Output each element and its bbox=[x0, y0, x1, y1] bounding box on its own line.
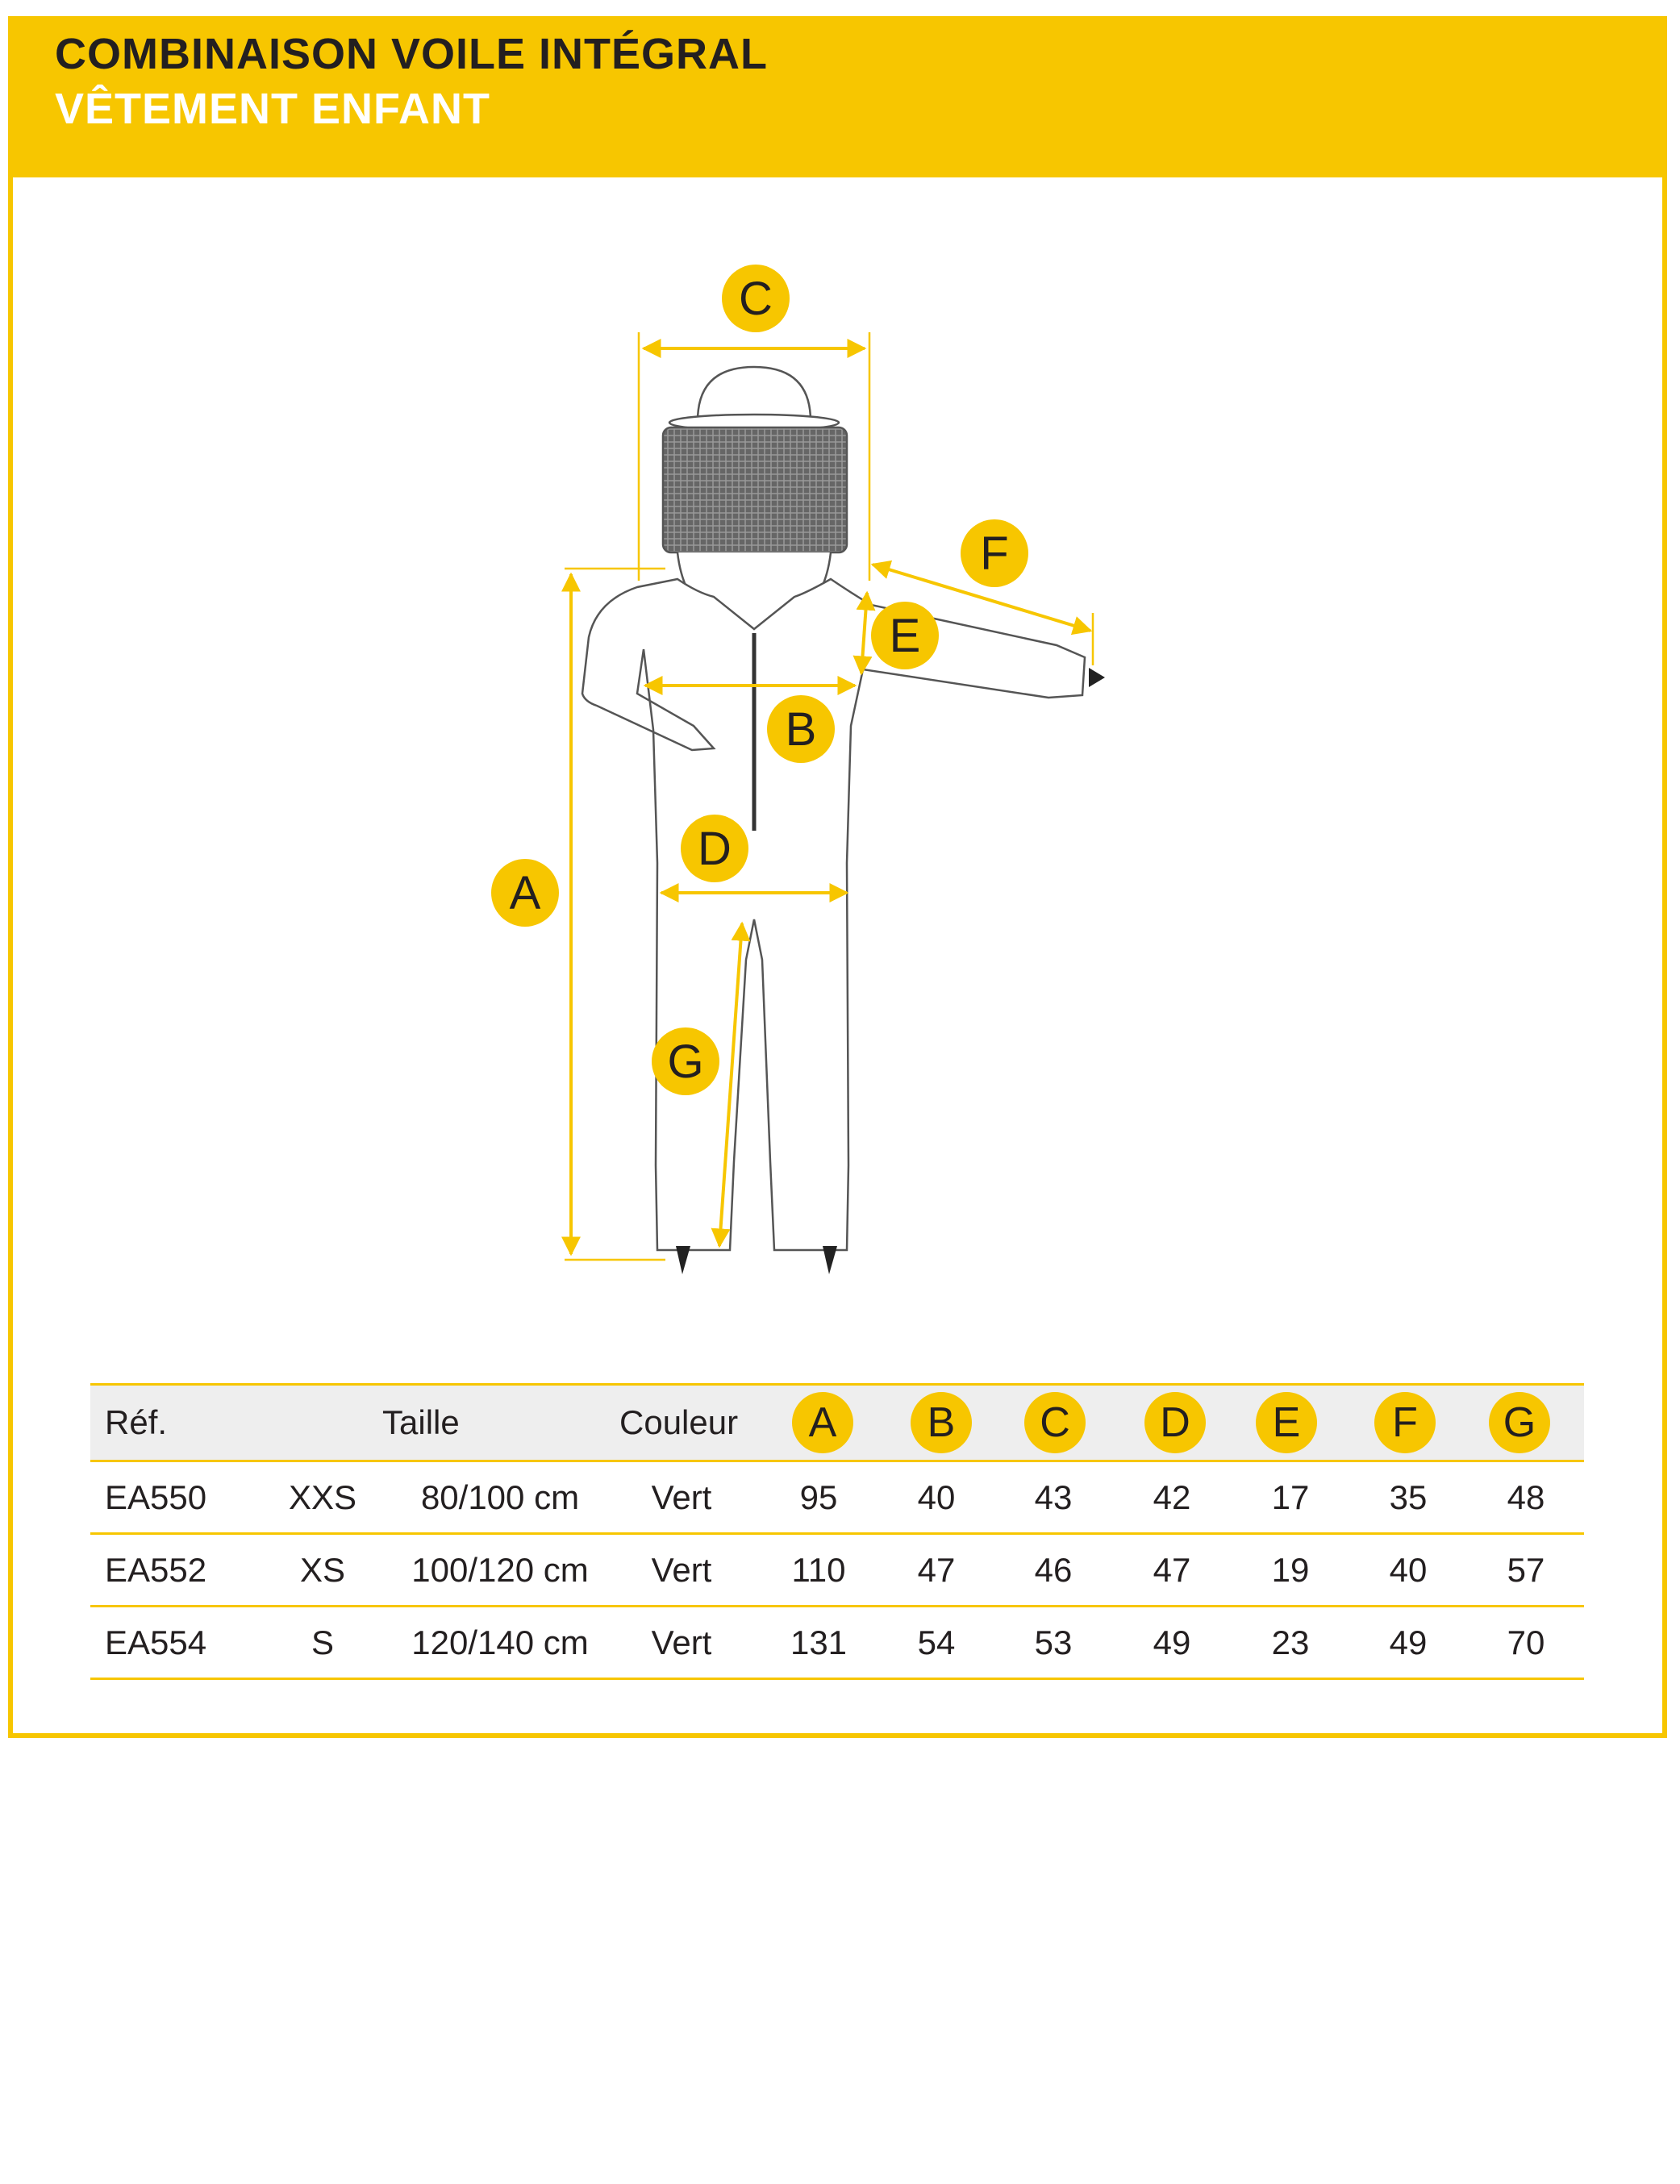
table-row: EA550 XXS 80/100 cm Vert 95 40 43 42 17 … bbox=[90, 1462, 1584, 1535]
cell-ref: EA550 bbox=[105, 1478, 207, 1516]
header-f: F bbox=[1374, 1392, 1436, 1453]
label-c: C bbox=[739, 273, 773, 325]
cell-color: Vert bbox=[651, 1623, 712, 1661]
cell-range: 100/120 cm bbox=[411, 1550, 589, 1589]
header-band bbox=[8, 16, 1667, 177]
cell-c: 43 bbox=[1034, 1478, 1073, 1516]
cell-f: 35 bbox=[1389, 1478, 1428, 1516]
table-row: EA554 S 120/140 cm Vert 131 54 53 49 23 … bbox=[90, 1607, 1584, 1680]
header-ref: Réf. bbox=[105, 1403, 168, 1441]
header-b: B bbox=[911, 1392, 972, 1453]
cell-b: 47 bbox=[917, 1550, 956, 1589]
dim-g-line bbox=[711, 921, 751, 1248]
cell-b: 40 bbox=[917, 1478, 956, 1516]
cell-f: 49 bbox=[1389, 1623, 1428, 1661]
suit-diagram: C F E B D A G bbox=[491, 265, 1105, 1274]
dim-f-line bbox=[870, 560, 1093, 636]
label-g: G bbox=[667, 1036, 703, 1088]
label-f: F bbox=[980, 527, 1008, 580]
cell-color: Vert bbox=[651, 1478, 712, 1516]
header-a: A bbox=[792, 1392, 853, 1453]
page-subtitle: VÊTEMENT ENFANT bbox=[55, 85, 491, 133]
cell-g: 57 bbox=[1507, 1550, 1545, 1589]
cell-d: 49 bbox=[1153, 1623, 1191, 1661]
size-table: Réf. Taille Couleur A B C D E F G EA550 … bbox=[90, 1383, 1584, 1680]
cell-a: 95 bbox=[799, 1478, 838, 1516]
cell-a: 131 bbox=[790, 1623, 848, 1661]
cell-color: Vert bbox=[651, 1550, 712, 1589]
label-b: B bbox=[786, 703, 817, 756]
cell-size: S bbox=[311, 1623, 335, 1661]
cell-e: 17 bbox=[1271, 1478, 1310, 1516]
cell-f: 40 bbox=[1389, 1550, 1428, 1589]
header-taille: Taille bbox=[382, 1403, 460, 1441]
cell-e: 19 bbox=[1271, 1550, 1310, 1589]
cell-g: 48 bbox=[1507, 1478, 1545, 1516]
page-title: COMBINAISON VOILE INTÉGRAL bbox=[55, 30, 769, 78]
cell-ref: EA552 bbox=[105, 1550, 207, 1589]
header-g: G bbox=[1489, 1392, 1550, 1453]
label-e: E bbox=[890, 610, 921, 662]
cell-size: XXS bbox=[288, 1478, 357, 1516]
cell-c: 46 bbox=[1034, 1550, 1073, 1589]
dim-e-line bbox=[853, 590, 876, 676]
cell-d: 42 bbox=[1153, 1478, 1191, 1516]
cell-b: 54 bbox=[917, 1623, 956, 1661]
table-row: EA552 XS 100/120 cm Vert 110 47 46 47 19… bbox=[90, 1535, 1584, 1607]
dim-labels: C F E B D A G bbox=[491, 265, 1028, 1095]
cell-e: 23 bbox=[1271, 1623, 1310, 1661]
suit-outline bbox=[581, 365, 1086, 1252]
label-d: D bbox=[698, 823, 732, 875]
cell-size: XS bbox=[299, 1550, 346, 1589]
cell-range: 80/100 cm bbox=[420, 1478, 580, 1516]
header-couleur: Couleur bbox=[619, 1403, 739, 1441]
cuffs bbox=[676, 668, 1105, 1274]
header-d: D bbox=[1144, 1392, 1206, 1453]
header-c: C bbox=[1024, 1392, 1086, 1453]
cell-d: 47 bbox=[1153, 1550, 1191, 1589]
cell-ref: EA554 bbox=[105, 1623, 207, 1661]
cell-range: 120/140 cm bbox=[411, 1623, 589, 1661]
cell-g: 70 bbox=[1507, 1623, 1545, 1661]
cell-a: 110 bbox=[791, 1550, 846, 1589]
table-header: Réf. Taille Couleur A B C D E F G bbox=[90, 1383, 1584, 1462]
header-e: E bbox=[1256, 1392, 1317, 1453]
cell-c: 53 bbox=[1034, 1623, 1073, 1661]
label-a: A bbox=[510, 867, 541, 919]
